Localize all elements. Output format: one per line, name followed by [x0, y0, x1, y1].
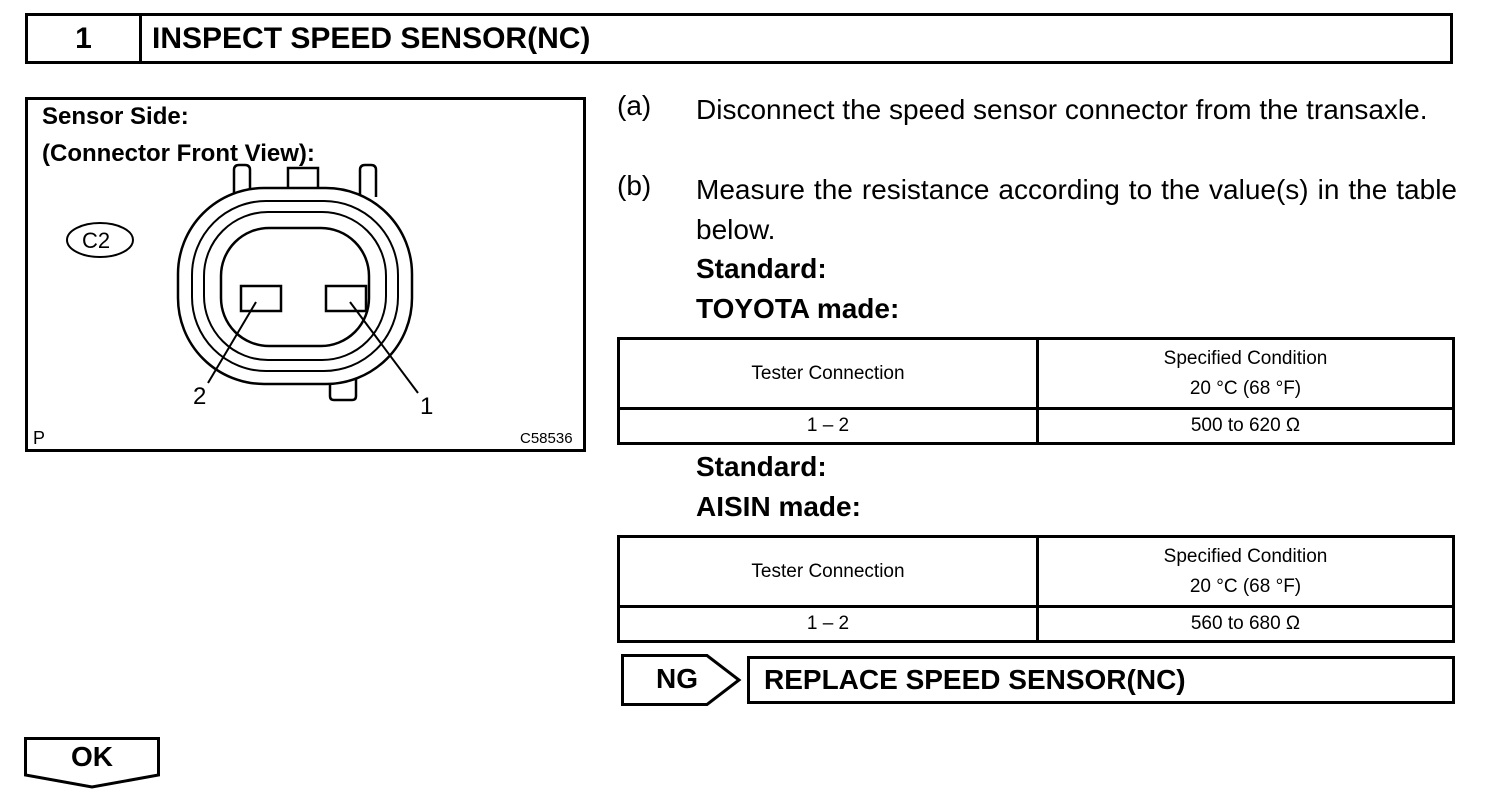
- cell-connection: 1 – 2: [617, 407, 1039, 445]
- figure-label-view: (Connector Front View):: [42, 140, 315, 167]
- header-specified-condition-title: Specified Condition: [1163, 545, 1328, 567]
- header-specified-condition-temp: 20 °C (68 °F): [1189, 377, 1302, 399]
- terminal-2: [239, 284, 283, 313]
- table-row: 1 – 2 500 to 620 Ω: [617, 407, 1455, 445]
- connector-diagram: [66, 163, 419, 402]
- cell-condition: 500 to 620 Ω: [1036, 407, 1455, 445]
- instruction-b-letter: (b): [617, 170, 652, 201]
- cell-condition: 560 to 680 Ω: [1036, 605, 1455, 643]
- figure-label-side: Sensor Side:: [42, 103, 189, 130]
- instruction-a-text: Disconnect the speed sensor connector fr…: [696, 94, 1428, 125]
- step-header: 1 INSPECT SPEED SENSOR(NC): [25, 13, 1453, 64]
- step-number: 1: [28, 16, 142, 61]
- toyota-standard-label: Standard:: [696, 253, 827, 284]
- instruction-b-text: Measure the resistance according to the …: [696, 174, 1457, 245]
- table-header-row: Tester Connection Specified Condition 20…: [617, 535, 1455, 608]
- toyota-spec-table: Tester Connection Specified Condition 20…: [617, 337, 1455, 445]
- ok-label: OK: [71, 741, 113, 772]
- header-tester-connection: Tester Connection: [617, 337, 1039, 410]
- leader-pin-1: [349, 301, 419, 394]
- aisin-standard-label: Standard:: [696, 451, 827, 482]
- connector-housing-ring-inner: [203, 211, 387, 361]
- header-specified-condition-title: Specified Condition: [1163, 347, 1328, 369]
- instruction-a-letter: (a): [617, 90, 652, 121]
- step-title: INSPECT SPEED SENSOR(NC): [152, 21, 591, 55]
- ng-label: NG: [656, 663, 698, 694]
- aisin-spec-table: Tester Connection Specified Condition 20…: [617, 535, 1455, 643]
- connector-code: C2: [82, 228, 111, 253]
- ng-result: REPLACE SPEED SENSOR(NC): [747, 656, 1455, 704]
- ng-arrow-shape: [621, 654, 742, 706]
- terminal-1: [324, 284, 368, 313]
- connector-code-oval: [66, 222, 134, 258]
- figure-corner-mark: P: [33, 428, 46, 448]
- table-row: 1 – 2 560 to 680 Ω: [617, 605, 1455, 643]
- connector-housing-outer: [176, 186, 414, 386]
- header-specified-condition-temp: 20 °C (68 °F): [1189, 575, 1302, 597]
- connector-tab-right: [358, 163, 378, 197]
- header-specified-condition: Specified Condition 20 °C (68 °F): [1036, 535, 1455, 608]
- connector-figure: Sensor Side: (Connector Front View): C2 …: [25, 97, 586, 452]
- aisin-maker-label: AISIN made:: [696, 491, 861, 522]
- pin-label-1: 1: [420, 393, 434, 420]
- leader-pin-2: [207, 301, 257, 384]
- cell-connection: 1 – 2: [617, 605, 1039, 643]
- header-tester-connection: Tester Connection: [617, 535, 1039, 608]
- pin-label-2: 2: [193, 383, 207, 410]
- figure-id: C58536: [520, 430, 573, 447]
- header-specified-condition: Specified Condition 20 °C (68 °F): [1036, 337, 1455, 410]
- ok-arrow-shape: [24, 737, 160, 789]
- connector-housing-ring: [191, 200, 399, 372]
- connector-face: [219, 226, 371, 348]
- table-header-row: Tester Connection Specified Condition 20…: [617, 337, 1455, 410]
- toyota-maker-label: TOYOTA made:: [696, 293, 900, 324]
